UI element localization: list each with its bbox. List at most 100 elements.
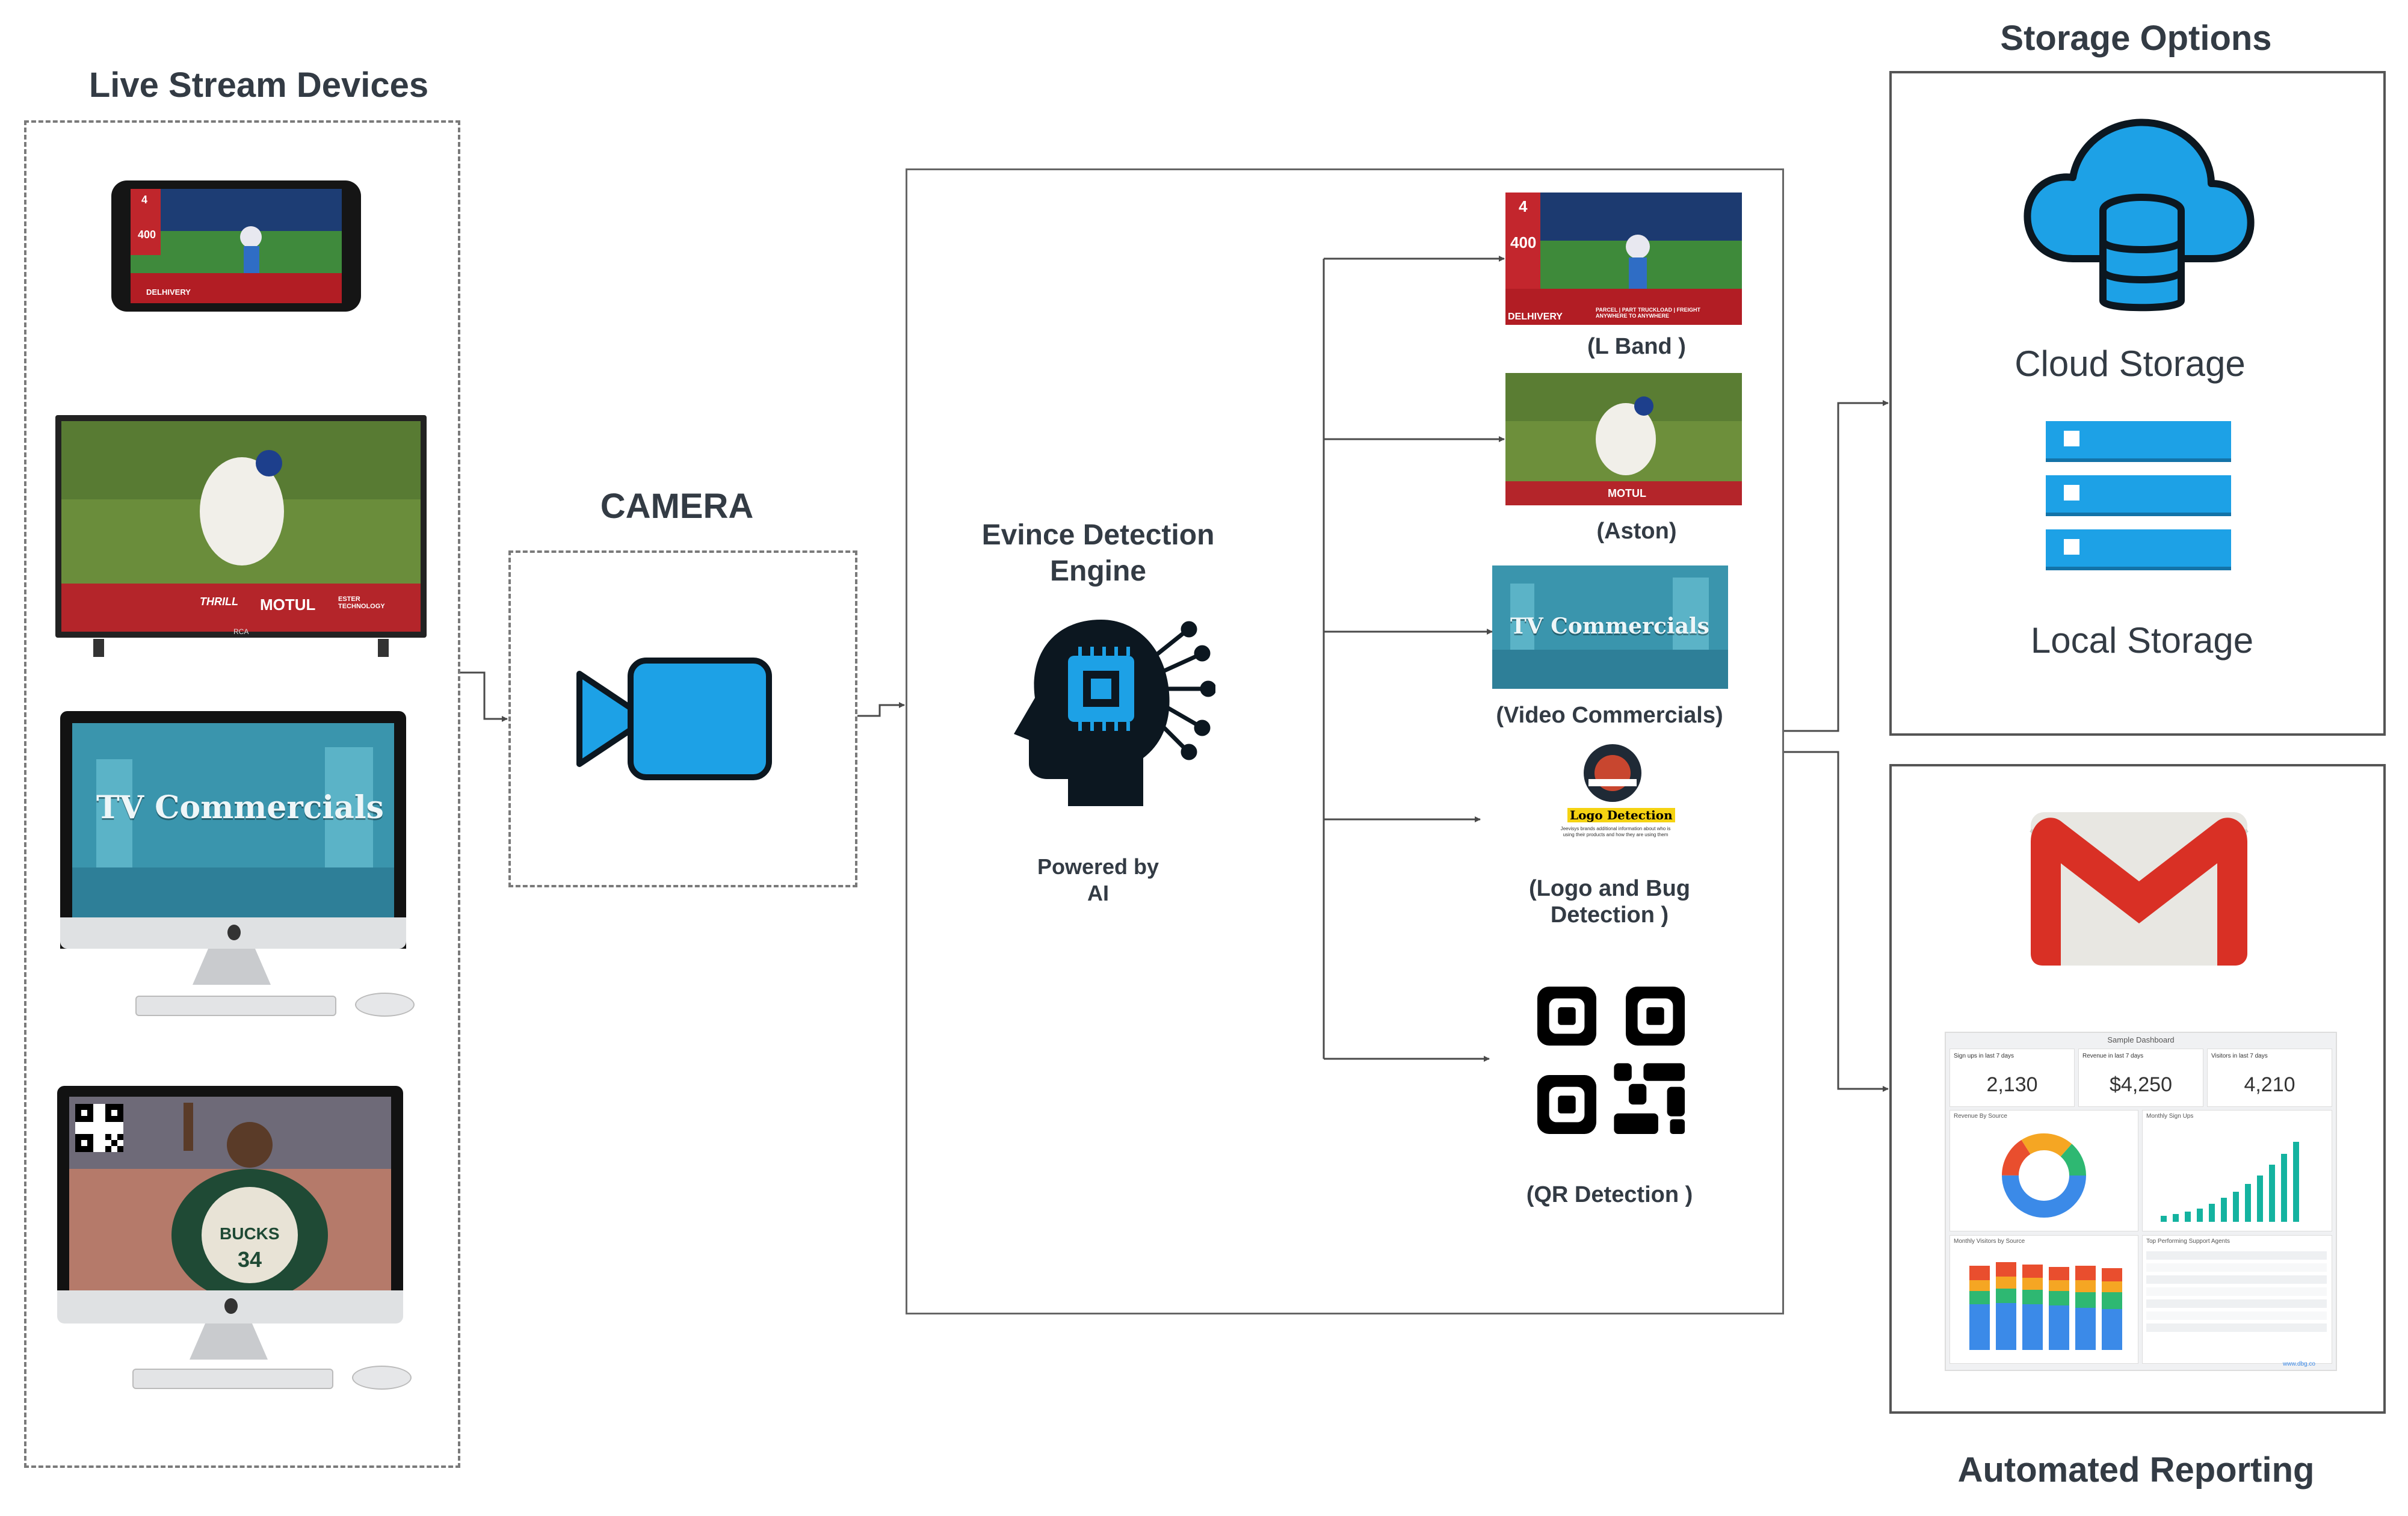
imac-basketball-device: BUCKS 34 xyxy=(57,1086,403,1290)
camera-to-engine-line xyxy=(857,702,905,717)
aston-caption: (Aston) xyxy=(1596,519,1677,544)
aston-image: MOTUL xyxy=(1505,373,1742,505)
lband-tagline: PARCEL | PART TRUCKLOAD | FREIGHT ANYWHE… xyxy=(1596,307,1701,319)
agents-table-row xyxy=(2146,1323,2327,1332)
tv-sponsor-motul: MOTUL xyxy=(260,596,316,614)
tv-sponsor-thrill: THRILL xyxy=(200,596,238,608)
lband-sponsor: DELHIVERY xyxy=(1508,312,1563,322)
engine-to-storage-line xyxy=(1784,400,1889,732)
video-commercials-caption: (Video Commercials) xyxy=(1496,703,1723,728)
video-tv-commercials-text: TV Commercials xyxy=(1510,614,1709,639)
revenue-by-source-panel: Revenue By Source xyxy=(1950,1110,2138,1231)
server-led-1 xyxy=(2064,431,2079,446)
lband-caption: (L Band ) xyxy=(1587,334,1686,359)
imac-commercials-keyboard xyxy=(135,996,336,1016)
tv-stand-right xyxy=(378,639,389,657)
devices-title: Live Stream Devices xyxy=(88,66,429,105)
kpi-revenue-label: Revenue in last 7 days xyxy=(2082,1053,2144,1059)
phone-score-runs: 400 xyxy=(138,229,156,241)
devices-to-camera-line xyxy=(460,671,508,722)
sample-dashboard: Sample Dashboard Sign ups in last 7 days… xyxy=(1945,1032,2337,1371)
support-agents-panel: Top Performing Support Agents xyxy=(2142,1235,2332,1364)
visitors-stacked-chart xyxy=(1969,1262,2122,1350)
phone-screen xyxy=(131,189,342,303)
jersey-number: 34 xyxy=(238,1247,262,1272)
engine-to-reporting-line xyxy=(1784,751,1889,1092)
logo-caption-line1: (Logo and Bug xyxy=(1528,876,1691,901)
qr-overlay-icon xyxy=(75,1104,123,1152)
engine-title-line2: Engine xyxy=(1049,555,1146,587)
lband-score-wkts: 4 xyxy=(1519,197,1528,215)
cloud-storage-label: Cloud Storage xyxy=(2014,344,2246,384)
powered-by-line1: Powered by xyxy=(1037,854,1159,879)
imac-tv-commercials-text: TV Commercials xyxy=(96,789,384,826)
lband-image: 4 400 DELHIVERY PARCEL | PART TRUCKLOAD … xyxy=(1505,193,1742,325)
phone-sponsor: DELHIVERY xyxy=(146,288,191,297)
logo-caption-line2: Detection ) xyxy=(1550,902,1669,928)
kpi-visitors-value: 4,210 xyxy=(2244,1073,2295,1096)
local-storage-label: Local Storage xyxy=(2030,620,2254,661)
devices-panel xyxy=(24,120,460,1468)
signups-panel-title: Monthly Sign Ups xyxy=(2146,1113,2194,1120)
tv-sponsor-ester: ESTER TECHNOLOGY xyxy=(338,596,385,610)
imac-basketball-mouse xyxy=(352,1366,412,1390)
ai-head-chip-icon xyxy=(1014,620,1215,806)
imac-commercials-mouse xyxy=(355,993,415,1017)
agents-panel-title: Top Performing Support Agents xyxy=(2146,1238,2230,1245)
tv-device: MOTUL ESTER TECHNOLOGY THRILL xyxy=(55,415,427,638)
imac-commercials-device: TV Commercials xyxy=(60,711,406,949)
aston-sponsor-motul: MOTUL xyxy=(1608,487,1646,499)
qr-code-icon xyxy=(1537,987,1685,1134)
signups-bar-chart xyxy=(2161,1142,2299,1222)
monthly-visitors-panel: Monthly Visitors by Source xyxy=(1950,1235,2138,1364)
kpi-card-revenue: Revenue in last 7 days $4,250 xyxy=(2078,1049,2203,1107)
server-led-3 xyxy=(2064,539,2079,555)
logo-detection-label: Logo Detection xyxy=(1567,808,1675,822)
apple-logo-icon-2 xyxy=(224,1298,238,1314)
video-camera-icon xyxy=(576,658,772,780)
kpi-card-signups: Sign ups in last 7 days 2,130 xyxy=(1950,1049,2075,1107)
monthly-signups-panel: Monthly Sign Ups xyxy=(2142,1110,2332,1231)
agents-table-row xyxy=(2146,1263,2327,1272)
agents-table-row xyxy=(2146,1275,2327,1284)
apple-logo-icon xyxy=(227,925,241,940)
visitors-panel-title: Monthly Visitors by Source xyxy=(1954,1238,2025,1245)
server-led-2 xyxy=(2064,485,2079,501)
qr-caption: (QR Detection ) xyxy=(1526,1182,1693,1207)
cloud-database-icon xyxy=(2024,119,2255,312)
lband-score-runs: 400 xyxy=(1510,233,1537,251)
imac-basketball-keyboard xyxy=(132,1369,333,1389)
tv-stand-left xyxy=(93,639,104,657)
video-commercials-image: TV Commercials xyxy=(1492,565,1728,689)
kpi-signups-value: 2,130 xyxy=(1986,1073,2038,1096)
revenue-panel-title: Revenue By Source xyxy=(1954,1113,2007,1120)
powered-by-line2: AI xyxy=(1087,881,1109,905)
revenue-donut xyxy=(2002,1133,2086,1218)
gmail-icon xyxy=(2030,812,2249,966)
kpi-signups-label: Sign ups in last 7 days xyxy=(1954,1053,2014,1059)
tv-screen xyxy=(61,421,421,632)
kpi-visitors-label: Visitors in last 7 days xyxy=(2211,1053,2268,1059)
agents-table-row xyxy=(2146,1299,2327,1308)
dashboard-footer: www.dbg.co xyxy=(2283,1361,2315,1367)
agents-table-row xyxy=(2146,1287,2327,1296)
agents-table-row xyxy=(2146,1311,2327,1320)
kpi-card-visitors: Visitors in last 7 days 4,210 xyxy=(2207,1049,2332,1107)
agents-table-row xyxy=(2146,1251,2327,1260)
engine-title-line1: Evince Detection xyxy=(981,519,1215,551)
kpi-revenue-value: $4,250 xyxy=(2110,1073,2172,1096)
logo-detection-image: Logo Detection Jeevisys brands additiona… xyxy=(1507,743,1721,845)
server-rack-icon xyxy=(2046,421,2231,570)
logo-badge-icon xyxy=(1584,744,1641,802)
tv-brand: RCA xyxy=(233,627,249,636)
storage-title: Storage Options xyxy=(2000,19,2272,58)
dashboard-title: Sample Dashboard xyxy=(2107,1035,2175,1044)
jersey-text: BUCKS xyxy=(220,1224,280,1243)
camera-panel xyxy=(508,550,857,887)
reporting-title: Automated Reporting xyxy=(1957,1450,2315,1490)
camera-title: CAMERA xyxy=(600,487,754,526)
logo-detection-body: Jeevisys brands additional information a… xyxy=(1560,826,1671,837)
phone-device: 4 400 DELHIVERY xyxy=(111,180,361,312)
phone-score-wkts: 4 xyxy=(141,194,148,206)
